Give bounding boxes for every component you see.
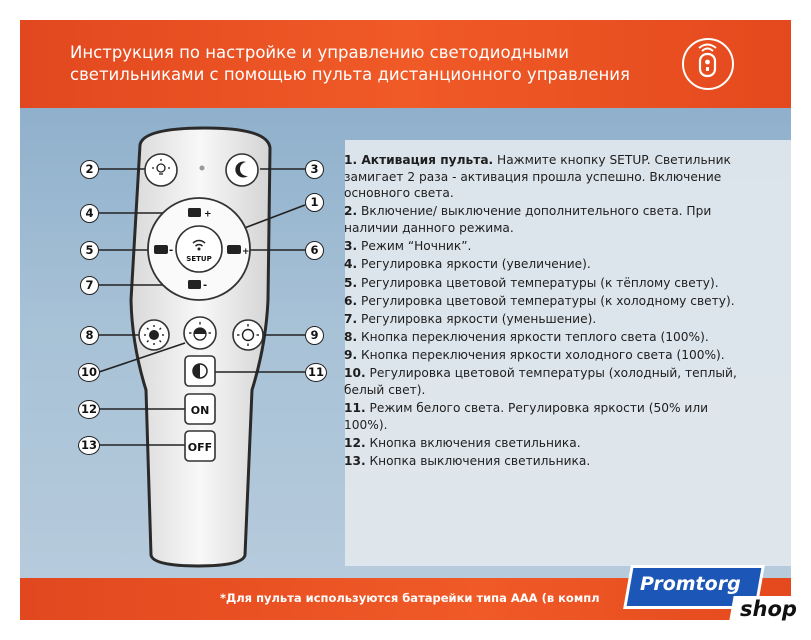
instruction-number: 1. [344, 153, 358, 167]
instruction-item: 1. Активация пульта. Нажмите кнопку SETU… [344, 152, 744, 202]
instruction-item: 3. Режим “Ночник”. [344, 238, 744, 255]
instruction-text: Регулировка цветовой температуры (к тёпл… [357, 275, 719, 290]
instruction-item: 5. Регулировка цветовой температуры (к т… [344, 275, 744, 292]
callout-5: 5 [80, 241, 99, 260]
instruction-text: Кнопка включения светильника. [365, 436, 581, 451]
callout-9: 9 [305, 326, 324, 345]
instruction-item: 8. Кнопка переключения яркости теплого с… [344, 329, 744, 346]
instruction-number: 12. [344, 436, 366, 451]
callout-7: 7 [80, 276, 99, 295]
header-bar: Инструкция по настройке и управлению све… [20, 20, 791, 108]
instruction-text: Режим “Ночник”. [357, 239, 472, 254]
instruction-text: Регулировка яркости (уменьшение). [357, 311, 597, 326]
instruction-text: Кнопка переключения яркости теплого свет… [357, 330, 709, 345]
instruction-text: Включение/ выключение дополнительного св… [344, 204, 712, 235]
instruction-list: 1. Активация пульта. Нажмите кнопку SETU… [344, 152, 744, 471]
instruction-text: Нажмите кнопку SETUP. Светильник замигае… [344, 153, 731, 201]
instruction-item: 7. Регулировка яркости (уменьшение). [344, 311, 744, 328]
callout-8: 8 [80, 326, 99, 345]
instruction-number: 2. [344, 204, 358, 219]
page-title: Инструкция по настройке и управлению све… [70, 43, 630, 84]
instruction-number: 4. [344, 257, 358, 272]
instruction-number: 5. [344, 275, 358, 290]
instruction-item: 9. Кнопка переключения яркости холодного… [344, 347, 744, 364]
callout-12: 12 [78, 400, 100, 419]
instruction-heading: Активация пульта. [357, 153, 494, 167]
instruction-text: Регулировка яркости (увеличение). [357, 257, 591, 272]
instruction-number: 7. [344, 311, 358, 326]
instruction-number: 6. [344, 293, 358, 308]
callout-3: 3 [305, 160, 324, 179]
callout-2: 2 [80, 160, 99, 179]
instruction-number: 10. [344, 366, 366, 381]
instruction-item: 10. Регулировка цветовой температуры (хо… [344, 365, 744, 398]
callout-13: 13 [78, 436, 100, 455]
logo-text-bottom: shop [740, 597, 797, 621]
instruction-number: 8. [344, 330, 358, 345]
remote-control-icon [682, 38, 734, 90]
promtorg-logo: Promtorg shop [626, 568, 810, 630]
logo-text-top: Promtorg [640, 573, 741, 595]
instruction-number: 3. [344, 239, 358, 254]
footer-note: *Для пульта используются батарейки типа … [220, 591, 600, 605]
callout-6: 6 [305, 241, 324, 260]
instruction-item: 4. Регулировка яркости (увеличение). [344, 256, 744, 273]
instruction-text: Регулировка цветовой температуры (холодн… [344, 366, 737, 398]
instruction-text: Кнопка переключения яркости холодного св… [357, 348, 725, 363]
instruction-item: 6. Регулировка цветовой температуры (к х… [344, 293, 744, 310]
instruction-item: 2. Включение/ выключение дополнительного… [344, 203, 744, 236]
callout-1: 1 [305, 193, 324, 212]
callout-10: 10 [78, 363, 100, 382]
instruction-number: 11. [344, 401, 366, 416]
instructions-panel [345, 140, 791, 566]
callout-11: 11 [305, 363, 327, 382]
instruction-item: 13. Кнопка выключения светильника. [344, 453, 744, 470]
instruction-item: 12. Кнопка включения светильника. [344, 435, 744, 452]
instruction-number: 9. [344, 348, 358, 363]
instruction-text: Кнопка выключения светильника. [365, 454, 591, 469]
instruction-text: Регулировка цветовой температуры (к холо… [357, 293, 735, 308]
instruction-text: Режим белого света. Регулировка яркости … [344, 401, 709, 432]
instruction-number: 13. [344, 454, 366, 469]
callout-4: 4 [80, 204, 99, 223]
instruction-item: 11. Режим белого света. Регулировка ярко… [344, 400, 744, 433]
